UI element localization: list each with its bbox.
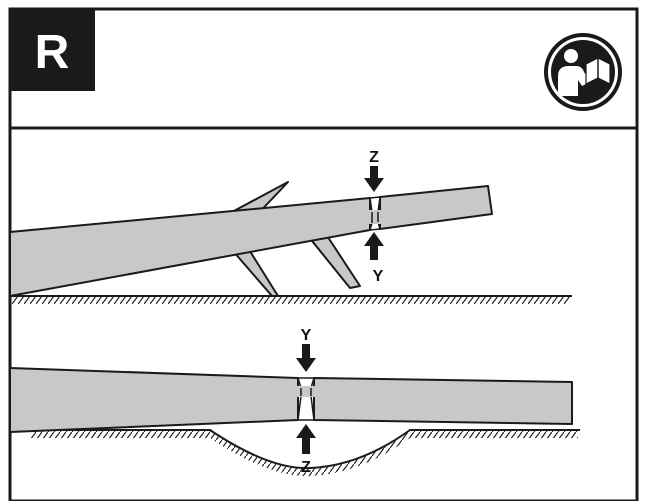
ground-hatch xyxy=(12,297,570,304)
badge-letter: R xyxy=(35,26,70,79)
cut-arrow-bottom xyxy=(364,232,384,260)
ground-hatch-bottom xyxy=(30,431,578,477)
bottom-log-diagram: Y Z xyxy=(9,327,580,477)
top-label-upper: Z xyxy=(369,149,379,166)
bottom-label-upper: Y xyxy=(301,327,312,344)
section-badge: R xyxy=(10,9,95,91)
top-log-diagram: Z Y xyxy=(9,149,572,304)
cut-arrow-top xyxy=(364,166,384,192)
cut-arrow-bottom-2 xyxy=(296,424,316,454)
read-manual-icon xyxy=(544,33,622,111)
top-label-lower: Y xyxy=(373,268,384,285)
bottom-label-lower: Z xyxy=(301,459,311,476)
cut-arrow-top-2 xyxy=(296,344,316,372)
